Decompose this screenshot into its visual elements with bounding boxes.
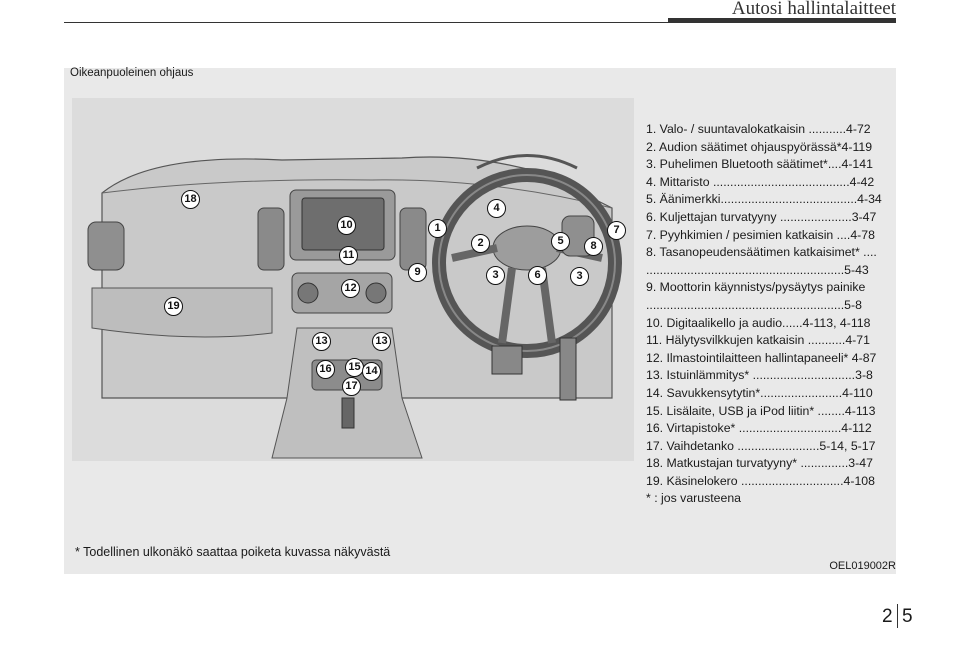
legend-item: 19. Käsinelokero .......................…: [646, 473, 875, 488]
callout-19: 19: [164, 297, 183, 316]
legend-item: 8. Tasanopeudensäätimen katkaisimet* ...…: [646, 245, 877, 260]
legend-item: 12. Ilmastointilaitteen hallintapaneeli*…: [646, 350, 877, 365]
legend-item: 11. Hälytysvilkkujen katkaisin .........…: [646, 333, 870, 348]
callout-14: 14: [362, 362, 381, 381]
legend-item: 6. Kuljettajan turvatyyny ..............…: [646, 209, 877, 224]
legend-item: 9. Moottorin käynnistys/pysäytys painike: [646, 280, 866, 295]
callout-16: 16: [316, 360, 335, 379]
legend-item: 4. Mittaristo ..........................…: [646, 174, 875, 189]
legend-item: 16. Virtapistoke* ......................…: [646, 421, 872, 436]
legend-item: 15. Lisälaite, USB ja iPod liitin* .....…: [646, 403, 876, 418]
callout-4: 4: [487, 199, 506, 218]
callout-15: 15: [345, 358, 364, 377]
callout-13-left: 13: [312, 332, 331, 351]
disclaimer-footnote: * Todellinen ulkonäkö saattaa poiketa ku…: [75, 545, 391, 559]
callout-5: 5: [551, 232, 570, 251]
callout-9: 9: [408, 263, 427, 282]
callout-17: 17: [342, 377, 361, 396]
legend-item: ........................................…: [646, 262, 869, 277]
legend-item: 1. Valo- / suuntavalokatkaisin .........…: [646, 122, 871, 136]
legend-item: 7. Pyyhkimien / pesimien katkaisin ....4…: [646, 227, 875, 242]
callout-8: 8: [584, 237, 603, 256]
callout-2: 2: [471, 234, 490, 253]
dashboard-drawing: [87, 154, 622, 459]
legend-item: 17. Vaihdetanko ........................…: [646, 438, 876, 453]
legend-footnote: * : jos varusteena: [646, 491, 742, 506]
page-header-title: Autosi hallintalaitteet: [731, 0, 896, 19]
callout-18: 18: [181, 190, 200, 209]
image-code: OEL019002R: [829, 560, 896, 572]
callout-3-left: 3: [486, 266, 505, 285]
legend-item: 14. Savukkensytytin*....................…: [646, 385, 873, 400]
page-number: 5: [902, 606, 913, 627]
callout-10: 10: [337, 216, 356, 235]
legend-item: 2. Audion säätimet ohjauspyörässä*4-119: [646, 139, 873, 154]
callout-3-right: 3: [570, 267, 589, 286]
callout-7: 7: [607, 221, 626, 240]
legend-item: 10. Digitaalikello ja audio......4-113, …: [646, 315, 871, 330]
legend-item: 13. Istuinlämmitys* ....................…: [646, 368, 873, 383]
legend-item: 18. Matkustajan turvatyyny* ............…: [646, 456, 873, 471]
dashboard-illustration: 18 10 11 12 19 13 13 16 15 14 17 9 1 4 2…: [72, 98, 634, 461]
header-accent-bar: [668, 18, 896, 23]
callout-12: 12: [341, 279, 360, 298]
callout-11: 11: [339, 246, 358, 265]
callout-1: 1: [428, 219, 447, 238]
chapter-number: 2: [882, 606, 893, 627]
figure-caption: Oikeanpuoleinen ohjaus: [70, 67, 194, 79]
legend-item: 3. Puhelimen Bluetooth säätimet*....4-14…: [646, 157, 873, 172]
header-rule: [64, 22, 896, 23]
legend-item: 5. Äänimerkki...........................…: [646, 192, 882, 207]
callout-6: 6: [528, 266, 547, 285]
legend-item: ........................................…: [646, 297, 862, 312]
controls-legend: 1. Valo- / suuntavalokatkaisin .........…: [646, 121, 894, 508]
page-number-divider: [897, 604, 898, 628]
callout-13-right: 13: [372, 332, 391, 351]
